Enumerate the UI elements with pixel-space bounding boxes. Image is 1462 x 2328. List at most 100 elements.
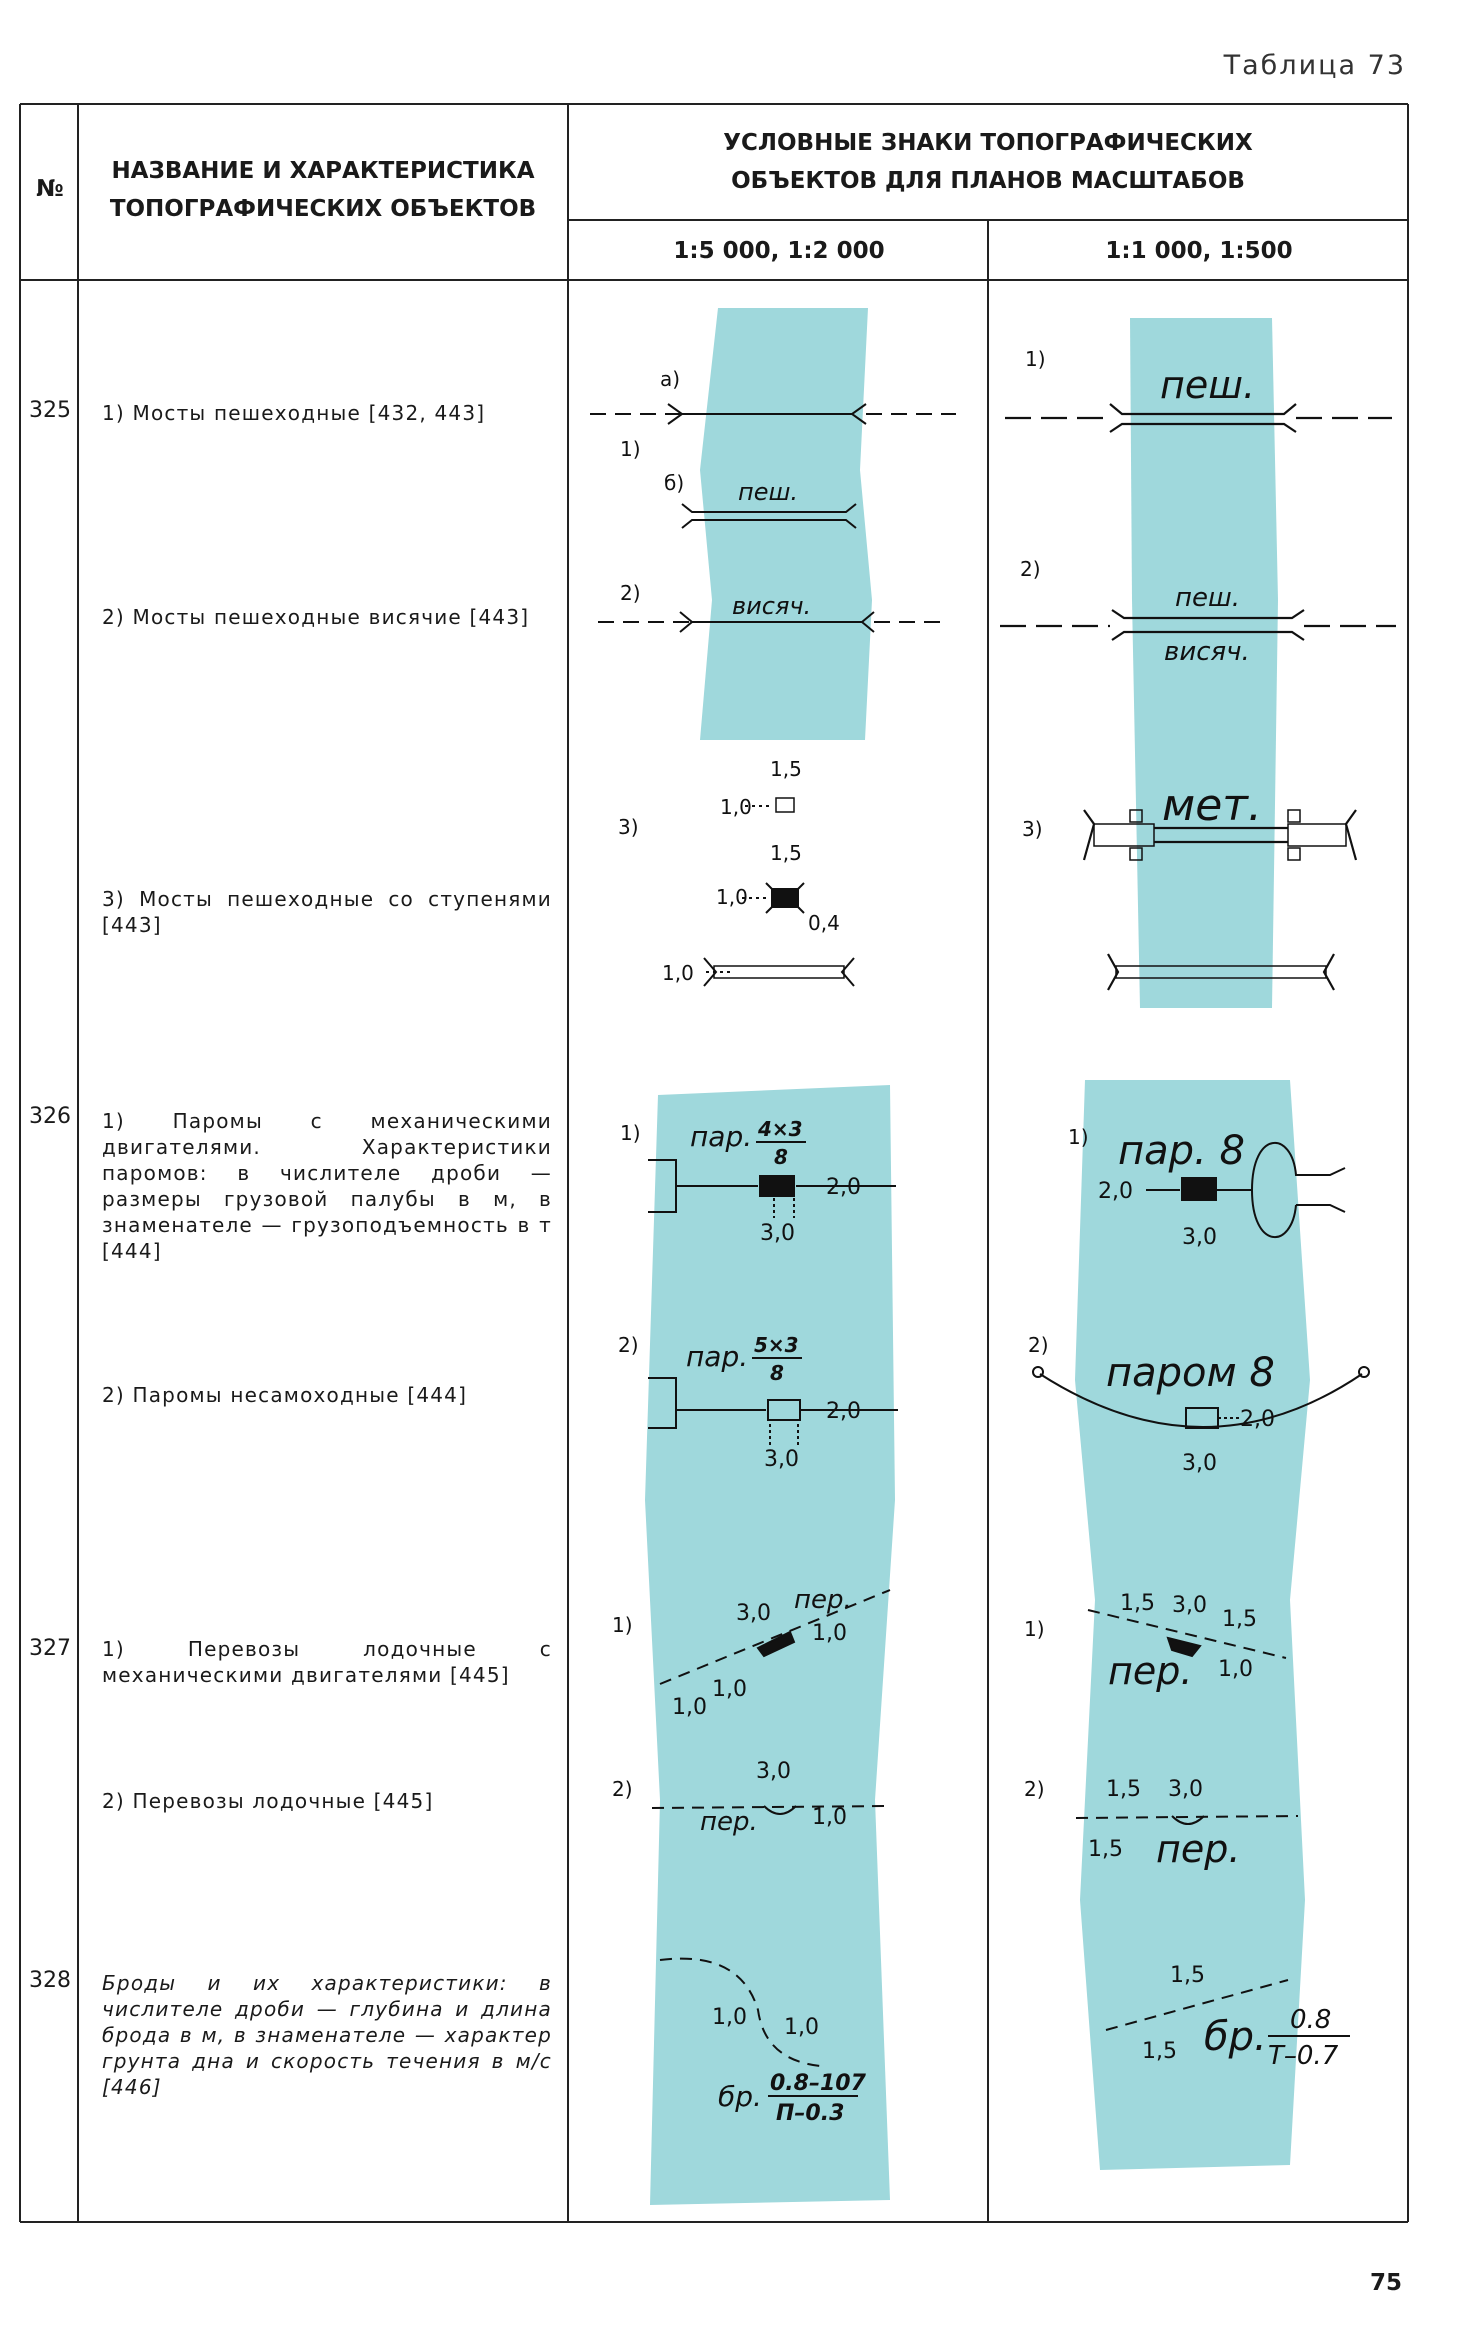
svg-text:1,0: 1,0 bbox=[1218, 1657, 1253, 1682]
row-number-326: 326 bbox=[29, 1104, 71, 1129]
svg-text:пер.: пер. bbox=[1156, 1827, 1240, 1871]
svg-text:1,5: 1,5 bbox=[770, 841, 802, 865]
svg-text:1,0: 1,0 bbox=[812, 1621, 847, 1646]
svg-text:пер.: пер. bbox=[700, 1807, 758, 1837]
row-325-1-desc: 1) Мосты пешеходные [432, 443] bbox=[102, 401, 486, 425]
header-name-line2: ТОПОГРАФИЧЕСКИХ ОБЪЕКТОВ bbox=[109, 196, 537, 222]
sign-326-labels: 1) 2) 1) 2) пар. 4×3 8 2,0 3,0 пар. 5×3 … bbox=[618, 1117, 1275, 1476]
header-num: № bbox=[36, 176, 64, 202]
water-band-325-b bbox=[1130, 318, 1278, 1008]
svg-text:1,5: 1,5 bbox=[1142, 2039, 1177, 2064]
page-number: 75 bbox=[1369, 2270, 1402, 2296]
svg-text:3,0: 3,0 bbox=[764, 1447, 799, 1472]
svg-text:3): 3) bbox=[618, 815, 639, 839]
svg-text:1,0: 1,0 bbox=[784, 2015, 819, 2040]
svg-text:П–0.3: П–0.3 bbox=[776, 2101, 844, 2126]
row-327-2-desc: 2) Перевозы лодочные [445] bbox=[102, 1789, 434, 1813]
svg-text:Т–0.7: Т–0.7 bbox=[1268, 2041, 1339, 2071]
sign-327-labels: 1) 2) 1) 2) 3,0 пер. 1,0 1,0 1,0 3,0 пер… bbox=[612, 1585, 1257, 1871]
svg-text:1): 1) bbox=[1068, 1125, 1089, 1149]
svg-text:2,0: 2,0 bbox=[1240, 1407, 1275, 1432]
svg-text:3,0: 3,0 bbox=[1168, 1777, 1203, 1802]
svg-text:пеш.: пеш. bbox=[1160, 363, 1255, 407]
svg-text:0.8–107: 0.8–107 bbox=[770, 2071, 867, 2096]
svg-text:пеш.: пеш. bbox=[738, 478, 798, 506]
water-band-326-b bbox=[1075, 1080, 1310, 2170]
svg-text:1,0: 1,0 bbox=[712, 1677, 747, 1702]
header-name: НАЗВАНИЕ И ХАРАКТЕРИСТИКА ТОПОГРАФИЧЕСКИ… bbox=[80, 152, 566, 228]
svg-text:пар. 8: пар. 8 bbox=[1118, 1128, 1245, 1174]
svg-text:3,0: 3,0 bbox=[760, 1221, 795, 1246]
svg-text:висяч.: висяч. bbox=[1164, 637, 1250, 667]
row-326-2-desc: 2) Паромы несамоходные [444] bbox=[102, 1383, 468, 1407]
row-325-3-desc: 3) Мосты пешеходные со ступенями [443] bbox=[102, 887, 552, 937]
svg-text:1,5: 1,5 bbox=[1088, 1837, 1123, 1862]
svg-text:1): 1) bbox=[620, 437, 641, 461]
svg-text:3): 3) bbox=[1022, 817, 1043, 841]
svg-text:1,5: 1,5 bbox=[1106, 1777, 1141, 1802]
svg-text:пер.: пер. bbox=[1108, 1649, 1192, 1693]
row-328-desc: Броды и их характеристики: в числителе д… bbox=[102, 1971, 552, 2099]
svg-text:3,0: 3,0 bbox=[1182, 1225, 1217, 1250]
svg-text:пар.: пар. bbox=[690, 1120, 752, 1153]
svg-text:1,0: 1,0 bbox=[712, 2005, 747, 2030]
header-scale-a: 1:5 000, 1:2 000 bbox=[673, 238, 885, 264]
svg-text:1): 1) bbox=[1024, 1617, 1045, 1641]
row-327-1-desc: 1) Перевозы лодочные с механическими дви… bbox=[102, 1637, 552, 1687]
sign-325-b bbox=[1000, 403, 1396, 991]
header-signs-line1: УСЛОВНЫЕ ЗНАКИ ТОПОГРАФИЧЕСКИХ bbox=[723, 130, 1253, 156]
svg-text:бр.: бр. bbox=[718, 2080, 762, 2113]
svg-text:5×3: 5×3 bbox=[754, 1333, 799, 1357]
svg-text:б): б) bbox=[664, 471, 684, 495]
svg-text:2,0: 2,0 bbox=[826, 1399, 861, 1424]
svg-text:1,0: 1,0 bbox=[812, 1805, 847, 1830]
svg-text:мет.: мет. bbox=[1162, 780, 1262, 831]
svg-text:1,0: 1,0 bbox=[716, 885, 748, 909]
svg-text:2,0: 2,0 bbox=[1098, 1179, 1133, 1204]
header-signs-line2: ОБЪЕКТОВ ДЛЯ ПЛАНОВ МАСШТАБОВ bbox=[731, 168, 1245, 194]
sign-327 bbox=[651, 1589, 1299, 1825]
svg-text:2,0: 2,0 bbox=[826, 1175, 861, 1200]
svg-text:4×3: 4×3 bbox=[757, 1117, 803, 1141]
sign-326 bbox=[648, 1141, 1370, 1448]
svg-text:пар.: пар. bbox=[686, 1340, 748, 1373]
row-326-1-desc: 1) Паромы с механическими двигателями. Х… bbox=[102, 1109, 552, 1263]
svg-text:1): 1) bbox=[620, 1121, 641, 1145]
svg-text:2): 2) bbox=[1028, 1333, 1049, 1357]
svg-text:пеш.: пеш. bbox=[1175, 583, 1240, 613]
sign-325-b-labels: 1) 2) 3) пеш. пеш. висяч. мет. bbox=[1020, 347, 1262, 841]
row-number-328: 328 bbox=[29, 1968, 71, 1993]
svg-text:2): 2) bbox=[618, 1333, 639, 1357]
header-signs: УСЛОВНЫЕ ЗНАКИ ТОПОГРАФИЧЕСКИХ ОБЪЕКТОВ … bbox=[570, 124, 1406, 200]
svg-text:0.8: 0.8 bbox=[1290, 2005, 1331, 2035]
svg-text:1,0: 1,0 bbox=[672, 1695, 707, 1720]
svg-text:2): 2) bbox=[1020, 557, 1041, 581]
svg-text:2): 2) bbox=[620, 581, 641, 605]
header-name-line1: НАЗВАНИЕ И ХАРАКТЕРИСТИКА bbox=[111, 158, 535, 184]
sign-328-labels: 1,0 1,0 бр. 0.8–107 П–0.3 1,5 1,5 бр. 0.… bbox=[712, 1963, 1350, 2126]
svg-text:1,5: 1,5 bbox=[1170, 1963, 1205, 1988]
svg-text:бр.: бр. bbox=[1204, 2014, 1267, 2060]
water-band-325-a bbox=[700, 308, 872, 740]
svg-text:2): 2) bbox=[1024, 1777, 1045, 1801]
svg-text:8: 8 bbox=[774, 1145, 788, 1169]
svg-text:1): 1) bbox=[1025, 347, 1046, 371]
svg-text:3,0: 3,0 bbox=[756, 1759, 791, 1784]
sign-325-a bbox=[590, 403, 956, 987]
row-number-325: 325 bbox=[29, 398, 71, 423]
table-grid bbox=[19, 103, 1409, 2223]
svg-text:3,0: 3,0 bbox=[1172, 1593, 1207, 1618]
table-label: Таблица 73 bbox=[1223, 50, 1406, 81]
row-number-327: 327 bbox=[29, 1636, 71, 1661]
svg-text:0,4: 0,4 bbox=[808, 911, 840, 935]
header-scale-b: 1:1 000, 1:500 bbox=[1105, 238, 1293, 264]
svg-text:2): 2) bbox=[612, 1777, 633, 1801]
svg-text:паром 8: паром 8 bbox=[1106, 1350, 1275, 1396]
svg-text:1,5: 1,5 bbox=[1222, 1607, 1257, 1632]
svg-text:а): а) bbox=[660, 367, 680, 391]
svg-text:висяч.: висяч. bbox=[732, 592, 811, 620]
sign-328 bbox=[659, 1957, 1289, 2067]
svg-text:1,5: 1,5 bbox=[770, 757, 802, 781]
row-325-2-desc: 2) Мосты пешеходные висячие [443] bbox=[102, 605, 530, 629]
